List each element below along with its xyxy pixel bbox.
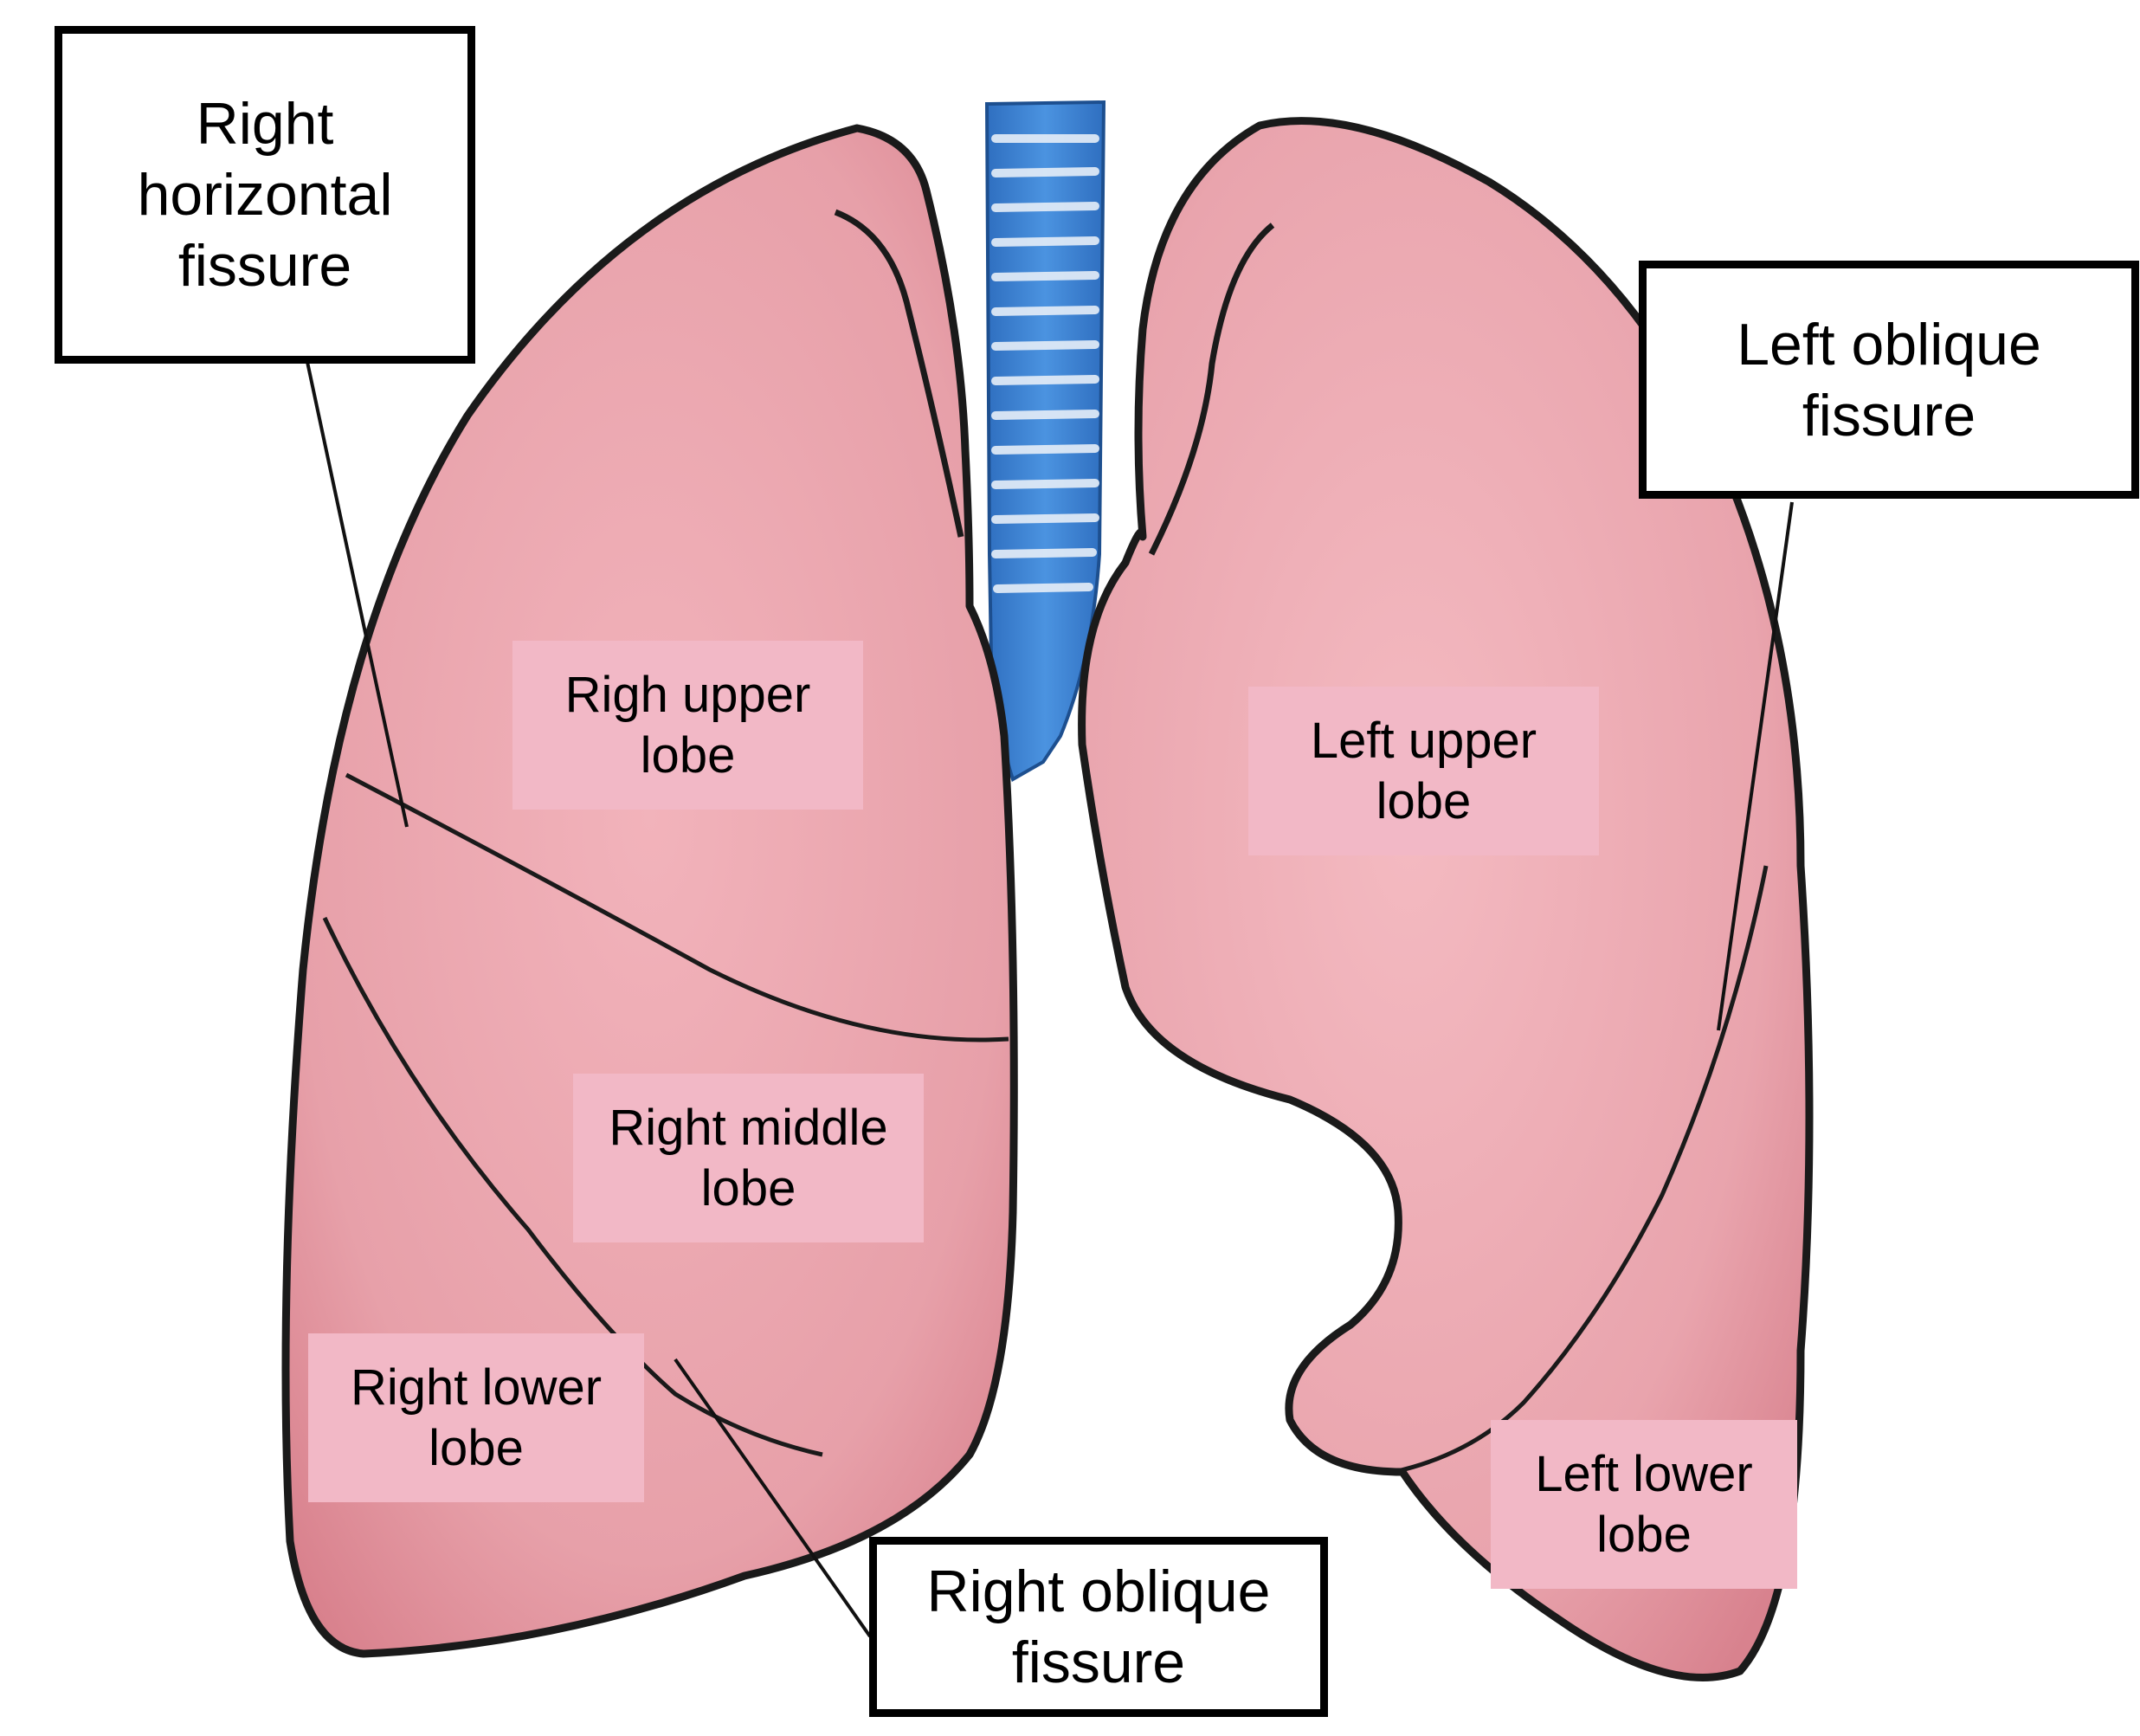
label-right-middle-lobe: Right middle lobe [573, 1074, 924, 1242]
callout-right-oblique-fissure: Right oblique fissure [869, 1537, 1328, 1717]
callout-text: Left oblique fissure [1737, 311, 2041, 449]
label-right-lower-lobe: Right lower lobe [308, 1333, 644, 1502]
lobe-text: Righ upper lobe [564, 666, 811, 784]
leader-line-right-horizontal [306, 361, 409, 828]
lobe-text: Right lower lobe [350, 1358, 603, 1476]
callout-text: Right oblique fissure [926, 1559, 1271, 1695]
right-lung [281, 124, 1018, 1658]
trachea [984, 100, 1106, 782]
lobe-text: Right middle lobe [609, 1099, 888, 1216]
leader-line-left-oblique [1717, 501, 1794, 1031]
callout-right-horizontal-fissure: Right horizontal fissure [55, 26, 475, 364]
label-left-upper-lobe: Left upper lobe [1248, 687, 1599, 855]
leader-line-right-oblique [674, 1358, 872, 1638]
label-right-upper-lobe: Righ upper lobe [512, 641, 863, 810]
lobe-text: Left lower lobe [1535, 1445, 1753, 1563]
callout-left-oblique-fissure: Left oblique fissure [1639, 261, 2139, 499]
leader-lines [306, 361, 1794, 1638]
label-left-lower-lobe: Left lower lobe [1491, 1420, 1797, 1589]
lobe-text: Left upper lobe [1310, 712, 1537, 829]
callout-text: Right horizontal fissure [137, 91, 393, 299]
